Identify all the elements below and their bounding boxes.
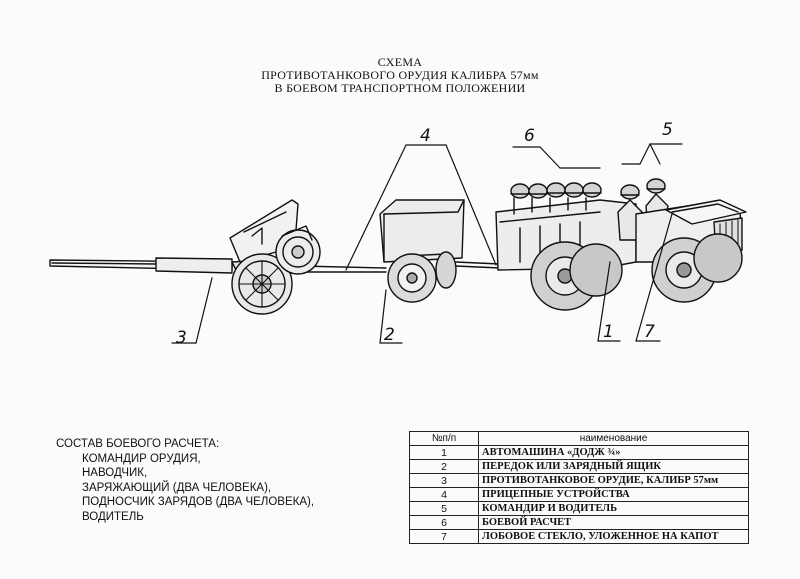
leader-lines bbox=[171, 143, 683, 344]
legend-table: №п/п наименование 1 АВТОМАШИНА «ДОДЖ ¾» … bbox=[409, 431, 749, 544]
legend-name: ЛОБОВОЕ СТЕКЛО, УЛОЖЕННОЕ НА КАПОТ bbox=[478, 529, 749, 544]
callout-7: 7 bbox=[644, 322, 655, 342]
legend-col-name: наименование bbox=[478, 431, 749, 446]
callout-3: 3 bbox=[176, 328, 187, 348]
crew-line: КОМАНДИР ОРУДИЯ, bbox=[82, 452, 201, 465]
legend-name: АВТОМАШИНА «ДОДЖ ¾» bbox=[478, 445, 749, 460]
legend-num: 3 bbox=[409, 473, 479, 488]
folded-windshield bbox=[665, 199, 747, 225]
crew-line: ВОДИТЕЛЬ bbox=[82, 510, 144, 523]
diagram-title: СХЕМА ПРОТИВОТАНКОВОГО ОРУДИЯ КАЛИБРА 57… bbox=[0, 56, 800, 95]
legend-num: 4 bbox=[409, 487, 479, 502]
limber-ammo-box bbox=[379, 199, 501, 303]
legend-row: 5 КОМАНДИР И ВОДИТЕЛЬ bbox=[409, 501, 749, 516]
title-line-1: СХЕМА bbox=[377, 55, 423, 69]
crew-line: ЗАРЯЖАЮЩИЙ (ДВА ЧЕЛОВЕКА), bbox=[82, 481, 272, 494]
legend-num: 7 bbox=[409, 529, 479, 544]
legend-name: БОЕВОЙ РАСЧЕТ bbox=[478, 515, 749, 530]
legend-row: 3 ПРОТИВОТАНКОВОЕ ОРУДИЕ, КАЛИБР 57мм bbox=[409, 473, 749, 488]
title-line-2: ПРОТИВОТАНКОВОГО ОРУДИЯ КАЛИБРА 57мм bbox=[261, 68, 539, 82]
legend-header-row: №п/п наименование bbox=[409, 431, 749, 446]
legend-name: ПЕРЕДОК ИЛИ ЗАРЯДНЫЙ ЯЩИК bbox=[478, 459, 749, 474]
antitank-gun bbox=[49, 199, 387, 315]
callout-4: 4 bbox=[420, 126, 431, 146]
legend-num: 5 bbox=[409, 501, 479, 516]
crew-line: НАВОДЧИК, bbox=[82, 467, 148, 479]
callout-6: 6 bbox=[524, 126, 535, 146]
legend-row: 7 ЛОБОВОЕ СТЕКЛО, УЛОЖЕННОЕ НА КАПОТ bbox=[409, 529, 749, 544]
legend-col-num: №п/п bbox=[409, 431, 479, 446]
legend-name: ПРОТИВОТАНКОВОЕ ОРУДИЕ, КАЛИБР 57мм bbox=[478, 473, 749, 488]
legend-row: 6 БОЕВОЙ РАСЧЕТ bbox=[409, 515, 749, 530]
legend-name: ПРИЦЕПНЫЕ УСТРОЙСТВА bbox=[478, 487, 749, 502]
callout-5: 5 bbox=[662, 120, 673, 140]
crew-composition: СОСТАВ БОЕВОГО РАСЧЕТА: КОМАНДИР ОРУДИЯ,… bbox=[56, 437, 314, 524]
legend-num: 2 bbox=[409, 459, 479, 474]
legend-num: 6 bbox=[409, 515, 479, 530]
crew-heading: СОСТАВ БОЕВОГО РАСЧЕТА: bbox=[56, 438, 220, 450]
legend-name: КОМАНДИР И ВОДИТЕЛЬ bbox=[478, 501, 749, 516]
callout-1: 1 bbox=[603, 322, 614, 342]
legend-num: 1 bbox=[409, 445, 479, 460]
legend-row: 4 ПРИЦЕПНЫЕ УСТРОЙСТВА bbox=[409, 487, 749, 502]
legend-row: 1 АВТОМАШИНА «ДОДЖ ¾» bbox=[409, 445, 749, 460]
dodge-truck bbox=[495, 178, 747, 311]
title-line-3: В БОЕВОМ ТРАНСПОРТНОМ ПОЛОЖЕНИИ bbox=[274, 81, 526, 95]
callout-2: 2 bbox=[384, 325, 395, 345]
legend-row: 2 ПЕРЕДОК ИЛИ ЗАРЯДНЫЙ ЯЩИК bbox=[409, 459, 749, 474]
crew-line: ПОДНОСЧИК ЗАРЯДОВ (ДВА ЧЕЛОВЕКА), bbox=[82, 496, 315, 508]
crew-helmets bbox=[510, 182, 602, 215]
